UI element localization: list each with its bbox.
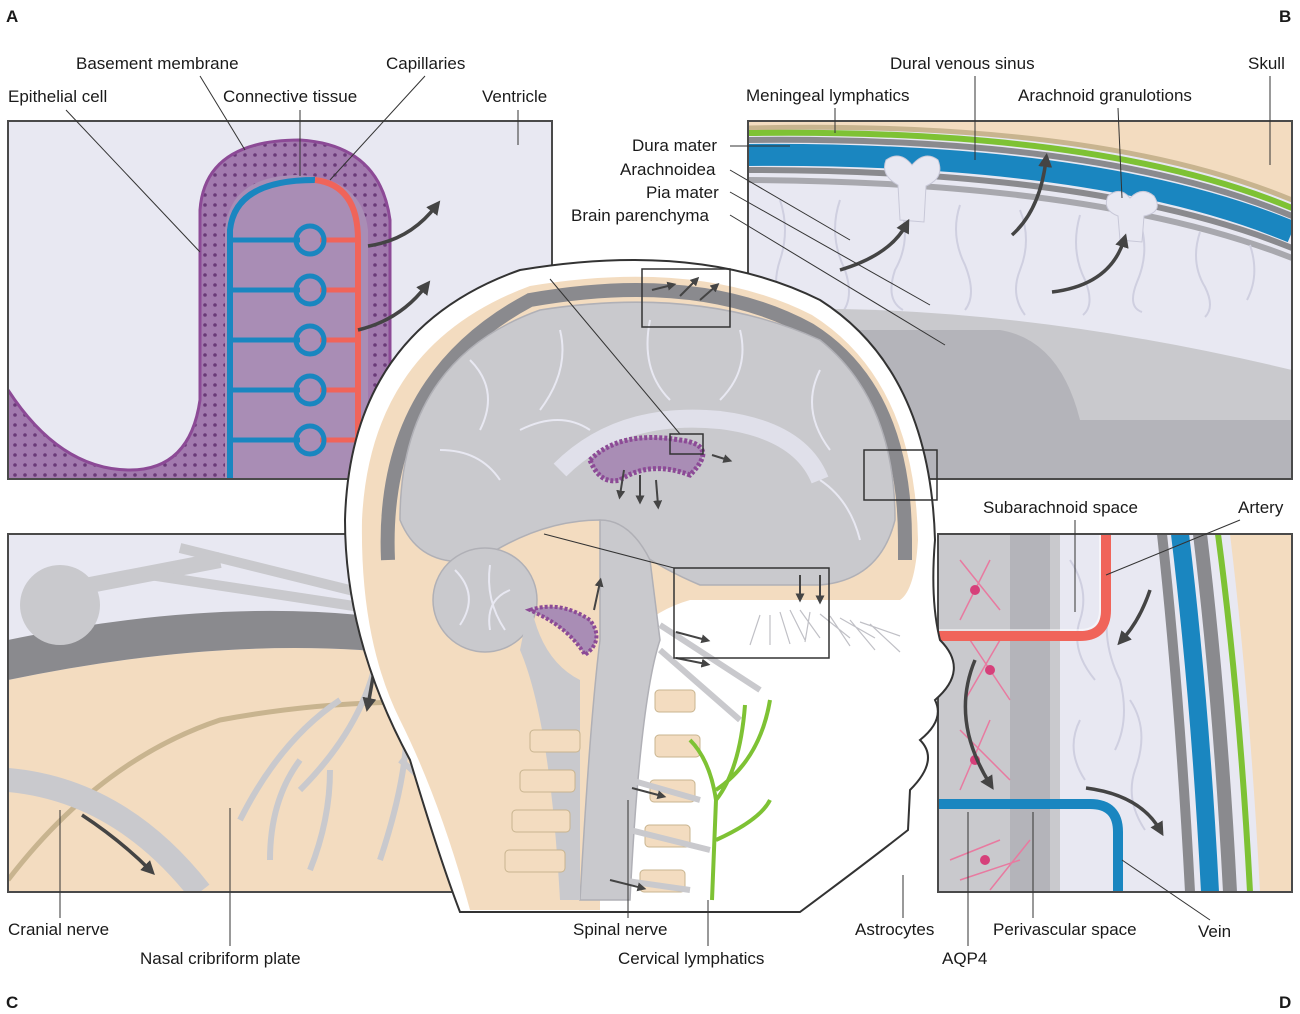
panel-letter-d: D bbox=[1279, 993, 1291, 1012]
label-cranial-nerve: Cranial nerve bbox=[8, 920, 109, 939]
label-spinal-nerve: Spinal nerve bbox=[573, 920, 668, 939]
label-capillaries: Capillaries bbox=[386, 54, 465, 73]
label-arachnoid-granulations: Arachnoid granulotions bbox=[1018, 86, 1192, 105]
label-skull: Skull bbox=[1248, 54, 1285, 73]
label-vein: Vein bbox=[1198, 922, 1231, 941]
label-ventricle: Ventricle bbox=[482, 87, 547, 106]
panel-d-perivascular bbox=[938, 534, 1292, 892]
label-epithelial-cell: Epithelial cell bbox=[8, 87, 107, 106]
label-meningeal-lymphatics: Meningeal lymphatics bbox=[746, 86, 909, 105]
inset-box-nasal bbox=[673, 567, 830, 659]
central-head-section bbox=[343, 259, 955, 913]
label-dura-mater: Dura mater bbox=[632, 136, 717, 155]
label-cervical-lymphatics: Cervical lymphatics bbox=[618, 949, 764, 968]
label-astrocytes: Astrocytes bbox=[855, 920, 934, 939]
label-aqp4: AQP4 bbox=[942, 949, 987, 968]
label-perivascular-space: Perivascular space bbox=[993, 920, 1137, 939]
inset-box-choroid bbox=[669, 433, 704, 455]
panel-letter-c: C bbox=[6, 993, 18, 1012]
label-artery: Artery bbox=[1238, 498, 1284, 517]
brainstem-spinal-cord bbox=[579, 519, 661, 901]
label-pia-mater: Pia mater bbox=[646, 183, 719, 202]
label-arachnoidea: Arachnoidea bbox=[620, 160, 716, 179]
label-basement-membrane: Basement membrane bbox=[76, 54, 239, 73]
label-brain-parenchyma: Brain parenchyma bbox=[571, 206, 710, 225]
panel-letter-b: B bbox=[1279, 7, 1291, 26]
label-connective-tissue: Connective tissue bbox=[223, 87, 357, 106]
cervical-lymphatics-vessel bbox=[688, 699, 772, 901]
inset-box-meninges bbox=[641, 268, 731, 328]
label-dural-venous-sinus: Dural venous sinus bbox=[890, 54, 1035, 73]
label-subarachnoid-space: Subarachnoid space bbox=[983, 498, 1138, 517]
inset-box-perivascular bbox=[863, 449, 938, 501]
panel-letter-a: A bbox=[6, 7, 18, 26]
label-nasal-cribriform-plate: Nasal cribriform plate bbox=[140, 949, 301, 968]
cerebellum bbox=[432, 547, 538, 653]
